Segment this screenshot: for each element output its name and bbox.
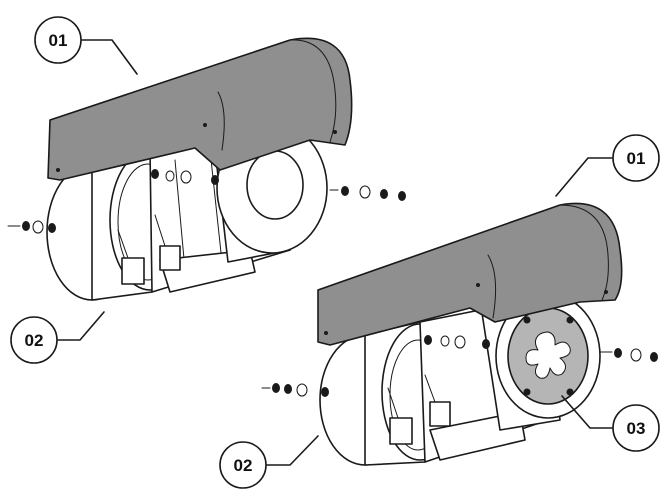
callout-label: 01 (627, 149, 646, 168)
sunshield-left (47, 37, 353, 181)
flower-cutout (525, 331, 571, 379)
callout-label: 02 (25, 331, 44, 350)
assembly-top-left (7, 37, 406, 301)
callout-01-top: 01 (34, 16, 138, 75)
callout-02-bottom: 02 (219, 435, 319, 489)
callout-label: 02 (234, 456, 253, 475)
assembly-bottom-right (261, 202, 658, 466)
callout-03: 03 (561, 395, 660, 452)
callout-02-left: 02 (10, 311, 105, 364)
sunshield-right (317, 202, 623, 346)
callout-label: 01 (49, 31, 68, 50)
fasteners-right (261, 335, 658, 397)
fasteners-left (7, 169, 406, 234)
front-face-right (479, 293, 601, 431)
callout-01-right: 01 (555, 134, 660, 197)
callout-label: 03 (627, 419, 646, 438)
